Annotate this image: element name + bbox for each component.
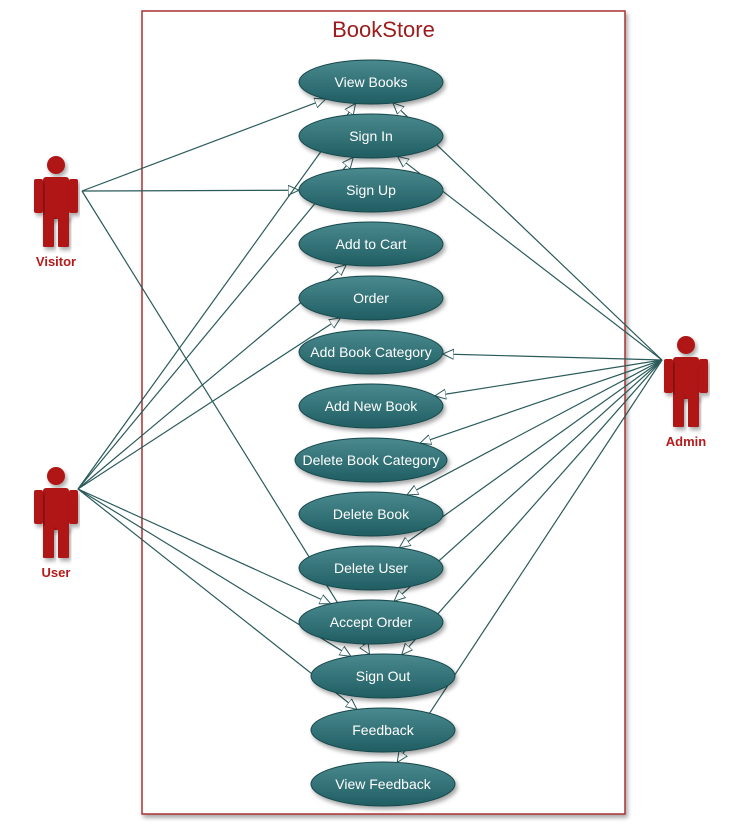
use-case-label: Accept Order (330, 614, 413, 630)
use-case-ellipse (298, 113, 444, 159)
use-case-label: Order (353, 290, 389, 306)
stick-figure-icon (34, 156, 78, 247)
association-visitor-sign-up (81, 190, 299, 191)
association-admin-sign-out (402, 359, 663, 655)
use-case-label: View Feedback (335, 776, 431, 792)
use-case-delete-user[interactable]: Delete User (298, 545, 444, 591)
use-case-ellipse (310, 761, 456, 807)
use-case-sign-in[interactable]: Sign In (298, 113, 444, 159)
use-case-view-books[interactable]: View Books (298, 59, 444, 105)
actor-admin[interactable]: Admin (664, 336, 708, 449)
use-case-accept-order[interactable]: Accept Order (298, 599, 444, 645)
use-case-ellipse (298, 491, 444, 537)
use-case-label: Delete Book (333, 506, 410, 522)
use-case-delete-book-category[interactable]: Delete Book Category (294, 437, 448, 483)
use-case-feedback[interactable]: Feedback (310, 707, 456, 753)
actor-label-user: User (42, 565, 71, 580)
use-case-label: Feedback (352, 722, 414, 738)
association-visitor-view-books (81, 99, 326, 192)
association-user-view-books (77, 103, 356, 490)
use-case-ellipse (298, 167, 444, 213)
use-case-ellipse (310, 707, 456, 753)
use-case-label: Sign Out (356, 668, 411, 684)
association-admin-add-new-book (435, 359, 663, 396)
use-case-label: Sign Up (346, 182, 396, 198)
use-case-ellipse (298, 383, 444, 429)
use-case-label: Add Book Category (310, 344, 431, 360)
association-user-order (77, 318, 340, 490)
use-case-label: Sign In (349, 128, 393, 144)
use-case-add-new-book[interactable]: Add New Book (298, 383, 444, 429)
use-case-add-to-cart[interactable]: Add to Cart (298, 221, 444, 267)
use-case-sign-up[interactable]: Sign Up (298, 167, 444, 213)
use-case-view-feedback[interactable]: View Feedback (310, 761, 456, 807)
association-admin-delete-book-category (420, 359, 663, 443)
use-case-ellipse (298, 275, 444, 321)
stick-figure-icon (34, 467, 78, 558)
use-case-ellipse (298, 59, 444, 105)
stick-figure-icon (664, 336, 708, 427)
use-case-ellipse (298, 329, 444, 375)
association-admin-view-books (393, 103, 663, 361)
system-title: BookStore (332, 17, 435, 42)
use-case-ellipse (298, 599, 444, 645)
use-case-label: Delete User (334, 560, 408, 576)
use-case-order[interactable]: Order (298, 275, 444, 321)
actor-label-admin: Admin (666, 434, 707, 449)
use-case-ellipse (310, 653, 456, 699)
use-case-label: Add New Book (325, 398, 419, 414)
use-case-label: Add to Cart (336, 236, 407, 252)
association-user-sign-in (77, 157, 353, 490)
use-case-ellipse (298, 221, 444, 267)
use-case-label: Delete Book Category (303, 452, 440, 468)
association-user-feedback (77, 488, 357, 709)
association-admin-view-feedback (397, 359, 663, 762)
association-user-accept-order (77, 488, 331, 605)
use-case-delete-book[interactable]: Delete Book (298, 491, 444, 537)
use-case-label: View Books (335, 74, 408, 90)
use-case-ellipse (294, 437, 448, 483)
actor-visitor[interactable]: Visitor (34, 156, 78, 269)
actor-label-visitor: Visitor (36, 254, 76, 269)
use-case-sign-out[interactable]: Sign Out (310, 653, 456, 699)
association-admin-delete-book (407, 359, 663, 495)
use-case-add-book-category[interactable]: Add Book Category (298, 329, 444, 375)
actor-user[interactable]: User (34, 467, 78, 580)
association-admin-add-book-category (443, 354, 663, 361)
use-case-ellipse (298, 545, 444, 591)
